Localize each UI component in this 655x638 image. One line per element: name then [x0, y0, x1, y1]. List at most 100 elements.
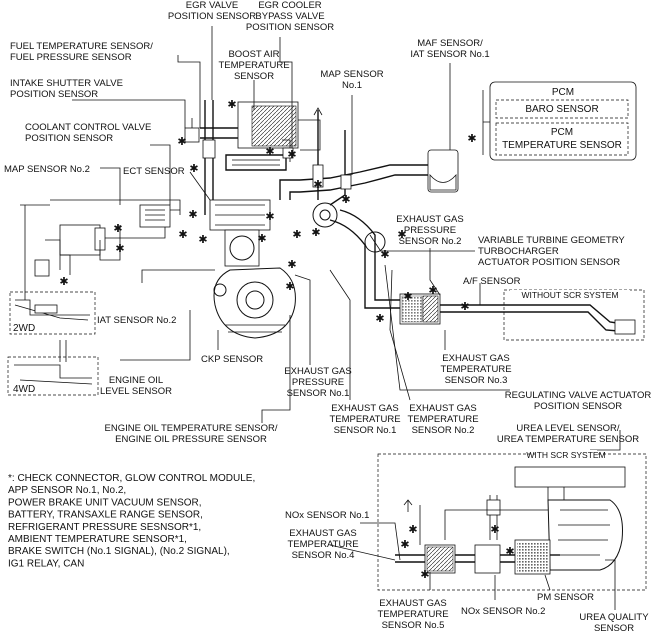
nox2-label: NOx SENSOR No.2 — [461, 606, 545, 617]
star-marker: ✱ — [113, 222, 122, 235]
nox1-label: NOx SENSOR No.1 — [285, 510, 369, 521]
footnote-line: APP SENSOR No.1, No.2, — [8, 485, 126, 496]
star-marker: ✱ — [420, 568, 429, 581]
exh-temp4-label: EXHAUST GAS — [289, 528, 356, 539]
star-marker: ✱ — [265, 210, 274, 223]
af-label: A/F SENSOR — [463, 276, 521, 287]
exh-pressure1-label: EXHAUST GAS — [284, 366, 351, 377]
exh-temp2-label: SENSOR No.2 — [412, 425, 475, 436]
star-marker: ✱ — [490, 523, 499, 536]
maf-label: IAT SENSOR No.1 — [410, 49, 489, 60]
egr-valve-label: POSITION SENSOR — [168, 11, 256, 22]
footnote-line: *: CHECK CONNECTOR, GLOW CONTROL MODULE, — [8, 473, 255, 484]
egr-cooler-label: POSITION SENSOR — [246, 22, 334, 33]
star-marker: ✱ — [59, 275, 68, 288]
exh-pressure1-label: SENSOR No.1 — [287, 388, 350, 399]
egr-cooler-label: BYPASS VALVE — [255, 11, 324, 22]
exh-temp4-label: SENSOR No.4 — [292, 550, 355, 561]
ect-label: ECT SENSOR — [123, 166, 185, 177]
urea-quality-label: SENSOR — [594, 623, 634, 633]
exh-temp5-label: SENSOR No.5 — [382, 620, 445, 631]
boost-air-label: TEMPERATURE — [218, 60, 289, 71]
map1-label: No.1 — [342, 80, 362, 91]
pcm-title: PCM — [552, 87, 574, 98]
footnote-line: REFRIGERANT PRESSURE SESNSOR*1, — [8, 522, 201, 533]
exh-temp2-label: TEMPERATURE — [407, 414, 478, 425]
intake-shutter-label: POSITION SENSOR — [10, 89, 98, 100]
exh-pressure2-label: PRESSURE — [404, 225, 456, 236]
ckp-label: CKP SENSOR — [201, 354, 263, 365]
urea-level-label: UREA TEMPERATURE SENSOR — [497, 434, 639, 445]
vtg-label: VARIABLE TURBINE GEOMETRY — [478, 235, 625, 246]
star-marker: ✱ — [285, 280, 294, 293]
exh-temp3-label: EXHAUST GAS — [442, 353, 509, 364]
footnote-line: POWER BRAKE UNIT VACUUM SENSOR, — [8, 497, 202, 508]
iat2-label: IAT SENSOR No.2 — [97, 315, 176, 326]
star-marker: ✱ — [400, 538, 409, 551]
boost-air-label: BOOST AIR — [228, 49, 279, 60]
exh-pressure2-label: SENSOR No.2 — [399, 236, 462, 247]
star-marker: ✱ — [397, 228, 406, 241]
oil-level-label: LEVEL SENSOR — [100, 386, 172, 397]
footnote-line: AMBIENT TEMPERATURE SENSOR*1, — [8, 534, 187, 545]
exh-temp2-label: EXHAUST GAS — [409, 403, 476, 414]
egr-cooler-label: EGR COOLER — [258, 0, 321, 11]
urea-level-label: UREA LEVEL SENSOR/ — [516, 423, 619, 434]
star-marker: ✱ — [189, 162, 198, 175]
footnote-line: BRAKE SWITCH (No.1 SIGNAL), (No.2 SIGNAL… — [8, 546, 230, 557]
footnote-line: IG1 RELAY, CAN — [8, 558, 84, 569]
exh-pressure2-label: EXHAUST GAS — [396, 214, 463, 225]
coolant-valve-label: POSITION SENSOR — [25, 133, 113, 144]
reg-valve-label: REGULATING VALVE ACTUATOR — [505, 390, 652, 401]
exh-temp5-label: EXHAUST GAS — [379, 598, 446, 609]
star-marker: ✱ — [403, 290, 412, 303]
exh-temp1-label: EXHAUST GAS — [331, 403, 398, 414]
egr-valve-label: EGR VALVE — [186, 0, 238, 11]
intake-shutter-label: INTAKE SHUTTER VALVE — [10, 78, 123, 89]
star-marker: ✱ — [177, 135, 186, 148]
exh-temp4-label: TEMPERATURE — [287, 539, 358, 550]
oil-temp-label: ENGINE OIL TEMPERATURE SENSOR/ — [105, 423, 278, 434]
without-scr-label: WITHOUT SCR SYSTEM — [521, 290, 618, 300]
star-marker: ✱ — [467, 132, 476, 145]
star-marker: ✱ — [375, 312, 384, 325]
oil-temp-label: ENGINE OIL PRESSURE SENSOR — [115, 434, 267, 445]
baro-sensor-label: BARO SENSOR — [525, 104, 598, 115]
star-marker: ✱ — [380, 248, 389, 261]
engine-schematic — [7, 81, 647, 591]
star-marker: ✱ — [287, 148, 296, 161]
pm-label: PM SENSOR — [537, 592, 594, 603]
check-connector-markers: ✱✱✱✱✱✱✱✱✱✱✱✱✱✱✱✱✱✱✱✱✱✱✱✱✱✱✱✱✱✱✱ — [59, 98, 514, 581]
map1-label: MAP SENSOR — [320, 69, 383, 80]
star-marker: ✱ — [505, 545, 514, 558]
star-marker: ✱ — [198, 233, 207, 246]
2wd-label: 2WD — [13, 323, 35, 334]
4wd-label: 4WD — [13, 384, 35, 395]
star-marker: ✱ — [227, 98, 236, 111]
footnote: *: CHECK CONNECTOR, GLOW CONTROL MODULE,… — [8, 473, 255, 569]
map2-label: MAP SENSOR No.2 — [4, 164, 90, 175]
oil-level-label: ENGINE OIL — [109, 375, 163, 386]
coolant-valve-label: COOLANT CONTROL VALVE — [25, 122, 151, 133]
vtg-label: ACTUATOR POSITION SENSOR — [478, 257, 620, 268]
star-marker: ✱ — [265, 145, 274, 158]
exh-temp5-label: TEMPERATURE — [377, 609, 448, 620]
pcm-temp-label-2: TEMPERATURE SENSOR — [502, 140, 622, 151]
star-marker: ✱ — [115, 242, 124, 255]
star-marker: ✱ — [311, 226, 320, 239]
urea-quality-label: UREA QUALITY — [579, 612, 649, 623]
star-marker: ✱ — [292, 228, 301, 241]
star-marker: ✱ — [460, 300, 469, 313]
exh-temp1-label: SENSOR No.1 — [334, 425, 397, 436]
star-marker: ✱ — [178, 228, 187, 241]
boost-air-label: SENSOR — [234, 71, 274, 82]
exh-temp3-label: TEMPERATURE — [440, 364, 511, 375]
star-marker: ✱ — [408, 523, 417, 536]
star-marker: ✱ — [428, 284, 437, 297]
footnote-line: BATTERY, TRANSAXLE RANGE SENSOR, — [8, 510, 203, 521]
exh-temp1-label: TEMPERATURE — [329, 414, 400, 425]
leader-lines — [72, 26, 621, 610]
